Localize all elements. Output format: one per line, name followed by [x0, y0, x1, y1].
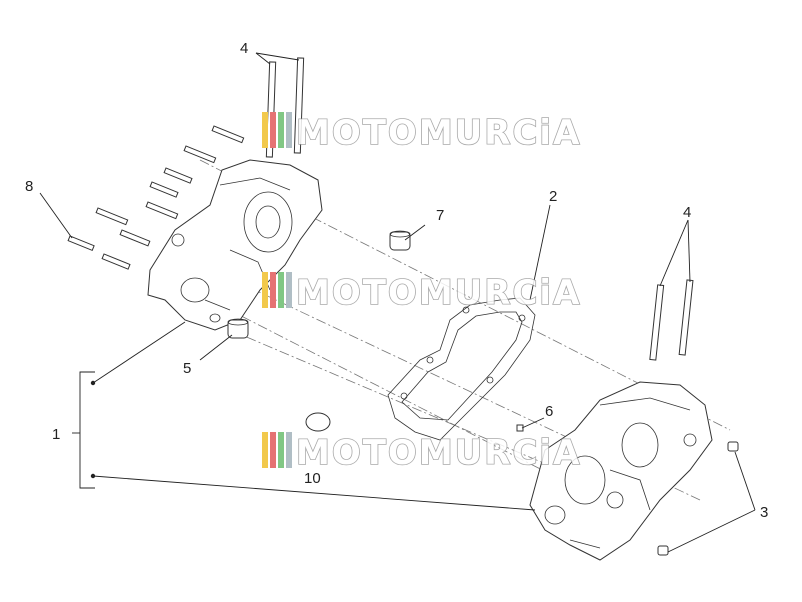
callout-7: 7: [436, 207, 444, 224]
bush-7: [389, 230, 411, 251]
bush-5: [227, 318, 249, 339]
callout-4-upper: 4: [240, 40, 248, 57]
crankcase-gasket: [387, 297, 536, 441]
washer-10: [305, 412, 331, 432]
watermark-text: MOTOMURCiA: [296, 273, 581, 313]
right-crankcase-half: [529, 381, 713, 561]
watermark-text: MOTOMURCiA: [296, 433, 581, 473]
watermark-middle: MOTOMURCiA: [262, 272, 581, 314]
callout-8: 8: [25, 178, 33, 195]
callout-2: 2: [549, 188, 557, 205]
stud-pair-left: [265, 57, 305, 158]
watermark-top: MOTOMURCiA: [262, 112, 581, 154]
dowel-pins-3: [657, 441, 739, 556]
leader-lines: [39, 52, 756, 553]
callout-labels: 1 2 3 4 4 5 6 7 8 10: [25, 40, 768, 521]
callout-6: 6: [545, 403, 553, 420]
callout-3: 3: [760, 504, 768, 521]
callout-10: 10: [304, 470, 321, 487]
bolt-set: [67, 125, 245, 270]
callout-5: 5: [183, 360, 191, 377]
callout-1: 1: [52, 426, 60, 443]
callout-4-right: 4: [683, 204, 691, 221]
left-crankcase-half: [147, 159, 323, 331]
watermark-text: MOTOMURCiA: [296, 113, 581, 153]
watermark-bottom: MOTOMURCiA: [262, 432, 581, 474]
stud-pair-right: [649, 279, 694, 361]
